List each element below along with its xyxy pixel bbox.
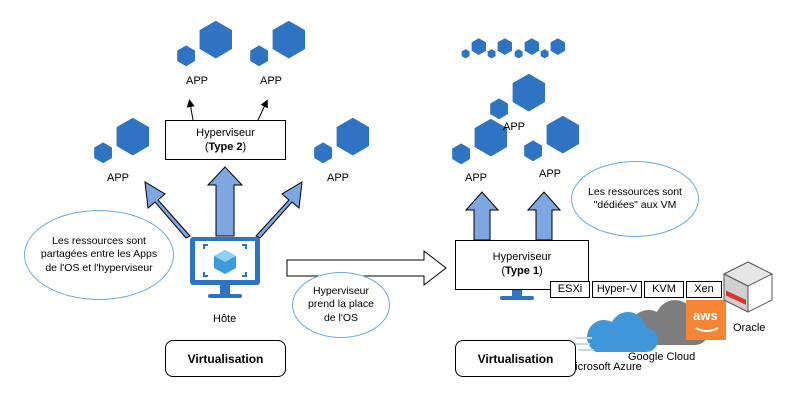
google-cloud-label: Google Cloud xyxy=(628,351,696,363)
hypervisor-type1-box: Hyperviseur (Type 1) xyxy=(455,240,589,290)
hypervisor-replaces-os-bubble: Hyperviseur prend la place de l'OS xyxy=(292,272,390,338)
arrow-transition xyxy=(286,249,447,287)
app-icon-left-top-1 xyxy=(177,20,232,67)
app-label-right-top: APP xyxy=(503,121,526,133)
oracle-server-icon xyxy=(722,261,774,313)
dedicated-resources-bubble: Les ressources sont "dédiées" aux VM xyxy=(571,161,699,237)
hypervisor-type2-box: Hyperviseur (Type 2) xyxy=(165,120,286,160)
app-label-left-top-1: APP xyxy=(186,75,209,87)
arrow-hyp1-to-app-1 xyxy=(464,191,500,241)
aws-label: aws xyxy=(693,308,718,323)
arrow-hyp1-to-app-2 xyxy=(526,191,562,241)
app-label-left-mid-1: APP xyxy=(107,172,130,184)
app-label-right-2: APP xyxy=(539,168,562,180)
arrow-host-to-app-right xyxy=(255,181,303,239)
tag-esxi: ESXi xyxy=(550,281,590,298)
tag-hyper-v: Hyper-V xyxy=(592,281,642,298)
app-icon-left-mid-1 xyxy=(94,117,149,164)
microsoft-azure-label: Microsoft Azure xyxy=(566,361,642,373)
host-label: Hôte xyxy=(213,313,237,325)
small-app-icon-2 xyxy=(487,38,512,59)
app-icon-right-top xyxy=(490,73,545,120)
app-label-left-top-2: APP xyxy=(260,75,283,87)
app-icon-left-top-2 xyxy=(250,20,305,67)
hypervisor-type1-title: Hyperviseur xyxy=(492,251,552,263)
host-monitor-icon xyxy=(190,237,260,298)
arrow-host-to-hypervisor xyxy=(206,166,244,237)
arrow-hyp-to-app-2 xyxy=(257,99,268,121)
shared-resources-bubble: Les ressources sont partagées entre les … xyxy=(24,210,174,300)
app-icon-left-mid-2 xyxy=(314,117,369,164)
arrow-hyp-to-app-1 xyxy=(186,99,195,121)
app-label-right-1: APP xyxy=(465,172,488,184)
app-label-left-mid-2: APP xyxy=(327,172,350,184)
virtualisation-title-right: Virtualisation xyxy=(455,340,576,377)
server-stand-icon xyxy=(500,289,534,300)
oracle-label: Oracle xyxy=(733,322,766,334)
hypervisor-type1-subtitle: (Type 1) xyxy=(501,265,543,277)
tag-xen: Xen xyxy=(686,281,722,298)
app-icon-right-2 xyxy=(524,115,579,162)
small-app-icon-1 xyxy=(461,38,486,59)
app-icon-right-1 xyxy=(452,118,507,165)
hypervisor-type2-subtitle: (Type 2) xyxy=(204,141,247,153)
small-app-icon-3 xyxy=(514,38,539,59)
aws-icon xyxy=(686,300,726,340)
arrow-host-to-app-left xyxy=(144,181,191,239)
hypervisor-type2-title: Hyperviseur xyxy=(196,127,255,139)
small-app-icon-4 xyxy=(540,38,565,59)
tag-kvm: KVM xyxy=(644,281,684,298)
virtualisation-title-left: Virtualisation xyxy=(165,340,286,377)
